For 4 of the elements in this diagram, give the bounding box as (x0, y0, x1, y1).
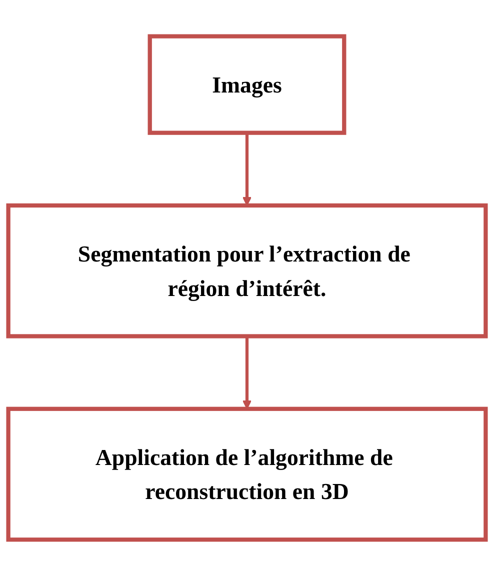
node-box (148, 34, 346, 135)
flowchart: Images Segmentation pour l’extraction de région d’intérêt. Application de l’algorithme de reconstruction en 3D (0, 28, 494, 548)
node-box (6, 203, 488, 338)
node-box (6, 406, 488, 542)
